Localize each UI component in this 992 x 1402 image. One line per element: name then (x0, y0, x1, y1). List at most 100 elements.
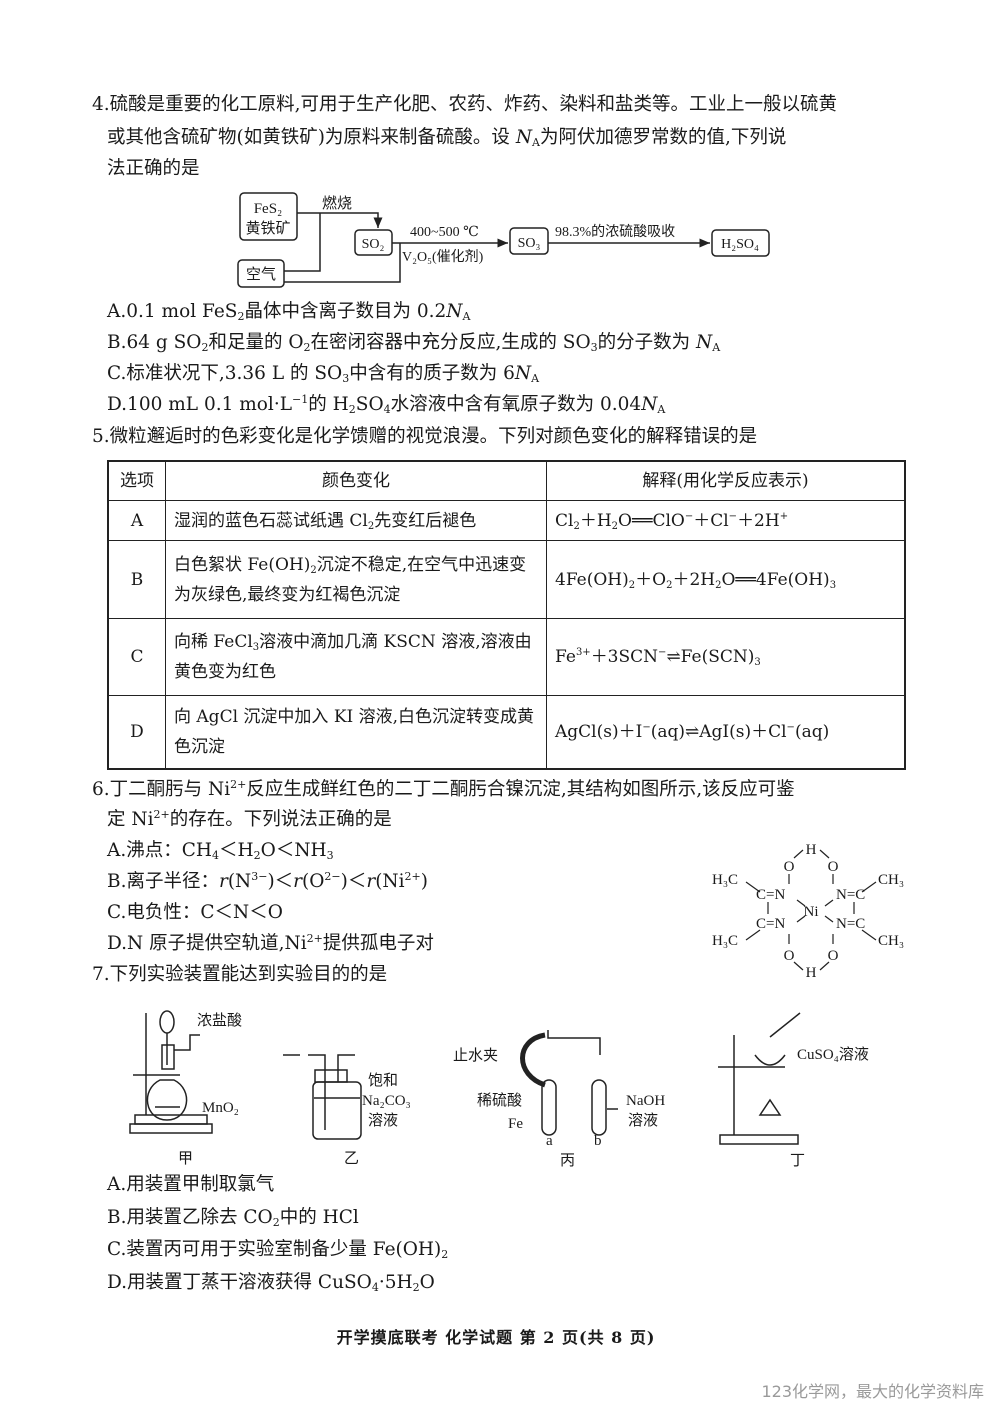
row-explanation: Cl2＋H2O══ClO−＋Cl−＋2H+ (546, 500, 906, 541)
q4-stem-line-1: 4.硫酸是重要的化工原料,可用于生产化肥、农药、炸药、染料和盐类等。工业上一般以… (92, 93, 837, 117)
text-segment: 2+ (306, 932, 323, 945)
text-segment: + (779, 510, 789, 522)
temperature-label: 400~500 ℃ (410, 225, 479, 240)
text-segment: − (684, 510, 694, 522)
text-segment: − (786, 721, 795, 733)
text-segment: D.用装置丁蒸干溶液获得 CuSO (107, 1272, 372, 1293)
tube-b-label: b (594, 1133, 602, 1149)
text-segment: 向稀 FeCl (174, 632, 253, 652)
watermark: 123化学网，最大的化学资料库 (761, 1382, 984, 1401)
row-change: 向稀 FeCl3溶液中滴加几滴 KSCN 溶液,溶液由黄色变为红色 (165, 618, 547, 696)
text-segment: 水溶液中含有氧原子数为 0.04 (390, 394, 642, 415)
atom-h: H (806, 842, 817, 858)
text-segment: A.0.1 mol FeS (107, 301, 238, 322)
q6-option-c: C.电负性：C＜N＜O (107, 901, 283, 925)
text-segment: A (531, 372, 540, 385)
row-explanation: 4Fe(OH)2＋O2＋2H2O══4Fe(OH)3 (546, 540, 906, 619)
text-segment: N (514, 363, 532, 384)
apparatus-ding-label: 丁 (790, 1153, 805, 1169)
text-segment: − (658, 647, 667, 658)
text-segment: ) (420, 871, 428, 892)
text-segment: 反应生成鲜红色的二丁二酮肟合镍沉淀,其结构如图所示,该反应可鉴 (246, 779, 795, 800)
burn-label: 燃烧 (322, 194, 352, 212)
row-option: A (107, 500, 166, 541)
text-segment: 3 (342, 372, 350, 385)
text-segment: A.沸点：CH (107, 840, 213, 861)
q7-option-b: B.用装置乙除去 CO2中的 HCl (107, 1206, 359, 1230)
text-segment: 为阿伏加德罗常数的值,下列说 (539, 127, 787, 148)
saturated-label: 饱和 (368, 1072, 398, 1089)
q4-stem-line-2: 或其他含硫矿物(如黄铁矿)为原料来制备硫酸。设 NA为阿伏加德罗常数的值,下列说 (107, 126, 786, 150)
atom-o: O (784, 859, 795, 875)
text-segment: ＋H (579, 510, 612, 531)
table-row: D 向 AgCl 沉淀中加入 KI 溶液,白色沉淀转变成黄色沉淀 AgCl(s)… (107, 695, 906, 769)
text-segment: 3 (829, 579, 837, 591)
text-segment: 法正确的是 (107, 158, 200, 179)
so2-label: SO₂ (362, 237, 385, 252)
text-segment: B.64 g SO (107, 332, 202, 353)
text-segment: 沉淀不稳定,在空气中迅速变为灰绿色,最终变为红褐色沉淀 (174, 554, 527, 605)
text-segment: r (366, 871, 376, 892)
text-segment: 和足量的 O (208, 332, 304, 353)
imine-group: C=N (756, 887, 785, 903)
text-segment: − (642, 721, 651, 733)
text-segment: D (130, 721, 144, 742)
q4-option-b: B.64 g SO2和足量的 O2在密闭容器中充分反应,生成的 SO3的分子数为… (107, 331, 720, 355)
text-segment: 解释(用化学反应表示) (642, 471, 809, 491)
dilute-sulfuric-label: 稀硫酸 (477, 1092, 522, 1109)
header-explanation: 解释(用化学反应表示) (546, 460, 906, 501)
q5-stem: 5.微粒邂逅时的色彩变化是化学馈赠的视觉浪漫。下列对颜色变化的解释错误的是 (92, 425, 757, 449)
text-segment: 中的 HCl (279, 1207, 359, 1228)
text-segment: 提供孤电子对 (322, 933, 434, 954)
text-segment: O══4Fe(OH) (721, 569, 830, 590)
row-option: C (107, 618, 166, 696)
atom-o: O (828, 859, 839, 875)
text-segment: A (657, 403, 666, 416)
text-segment: A (712, 341, 721, 354)
apparatus-figure: 浓盐酸 MnO₂ 甲 饱和 Na₂CO₃ 溶液 乙 止水夹 稀硫酸 Fe a b… (129, 1010, 869, 1169)
q6-stem-line-2: 定 Ni2+的存在。下列说法正确的是 (107, 808, 392, 832)
imine-group: C=N (756, 916, 785, 932)
text-segment: 2 (715, 579, 722, 591)
text-segment: 的分子数为 (597, 332, 697, 353)
table-row: B 白色絮状 Fe(OH)2沉淀不稳定,在空气中迅速变为灰绿色,最终变为红褐色沉… (107, 540, 906, 619)
pyrite-label: 黄铁矿 (245, 220, 290, 237)
apparatus-bing-label: 丙 (560, 1153, 575, 1169)
text-segment: r (218, 871, 228, 892)
text-segment: − (728, 510, 738, 522)
na2co3-label: Na₂CO₃ (362, 1093, 411, 1109)
text-segment: 或其他含硫矿物(如黄铁矿)为原料来制备硫酸。设 (107, 127, 516, 148)
text-segment: B.用装置乙除去 CO (107, 1207, 273, 1228)
row-explanation: Fe3+＋3SCN−⇌Fe(SCN)3 (546, 618, 906, 696)
text-segment: 2− (324, 870, 341, 883)
page-footer: 开学摸底联考 化学试题 第 2 页(共 8 页) (336, 1328, 656, 1347)
methyl-group: CH₃ (878, 933, 904, 949)
text-segment: 中含有的质子数为 6 (349, 363, 515, 384)
text-segment: 晶体中含离子数目为 0.2 (244, 301, 447, 322)
text-segment: ＜H (219, 840, 254, 861)
text-segment: 湿润的蓝色石蕊试纸遇 Cl (174, 510, 368, 531)
q5-table: 选项 颜色变化 解释(用化学反应表示) A 湿润的蓝色石蕊试纸遇 Cl2先变红后… (107, 460, 906, 770)
text-segment: (aq) (794, 721, 830, 742)
text-segment: 2 (573, 520, 580, 532)
text-segment: 5.微粒邂逅时的色彩变化是化学馈赠的视觉浪漫。下列对颜色变化的解释错误的是 (92, 426, 758, 447)
text-segment: 溶液中滴加几滴 KSCN 溶液,溶液由黄色变为红色 (174, 632, 532, 682)
text-segment: 3− (251, 870, 268, 883)
text-segment: A.用装置甲制取氯气 (107, 1174, 275, 1195)
text-segment: 先变红后褪色 (374, 510, 477, 531)
text-segment: 3+ (575, 647, 591, 658)
text-segment: C.标准状况下,3.36 L 的 SO (107, 363, 343, 384)
cuso4-solution-label: CuSO₄溶液 (797, 1046, 869, 1063)
absorb-label: 98.3%的浓硫酸吸收 (555, 224, 675, 240)
so3-label: SO₃ (518, 236, 541, 251)
text-segment: (N (227, 871, 252, 892)
text-segment: 2 (628, 579, 636, 591)
text-segment: ⇌Fe(SCN) (666, 647, 755, 667)
text-segment: 3 (326, 849, 334, 862)
text-segment: 2 (666, 579, 673, 591)
atom-o: O (784, 948, 795, 964)
q6-option-a: A.沸点：CH4＜H2O＜NH3 (107, 839, 334, 863)
solution-label: 溶液 (628, 1112, 658, 1129)
row-change: 向 AgCl 沉淀中加入 KI 溶液,白色沉淀转变成黄色沉淀 (165, 695, 547, 769)
text-segment: (aq)⇌AgI(s)＋Cl (650, 721, 787, 742)
